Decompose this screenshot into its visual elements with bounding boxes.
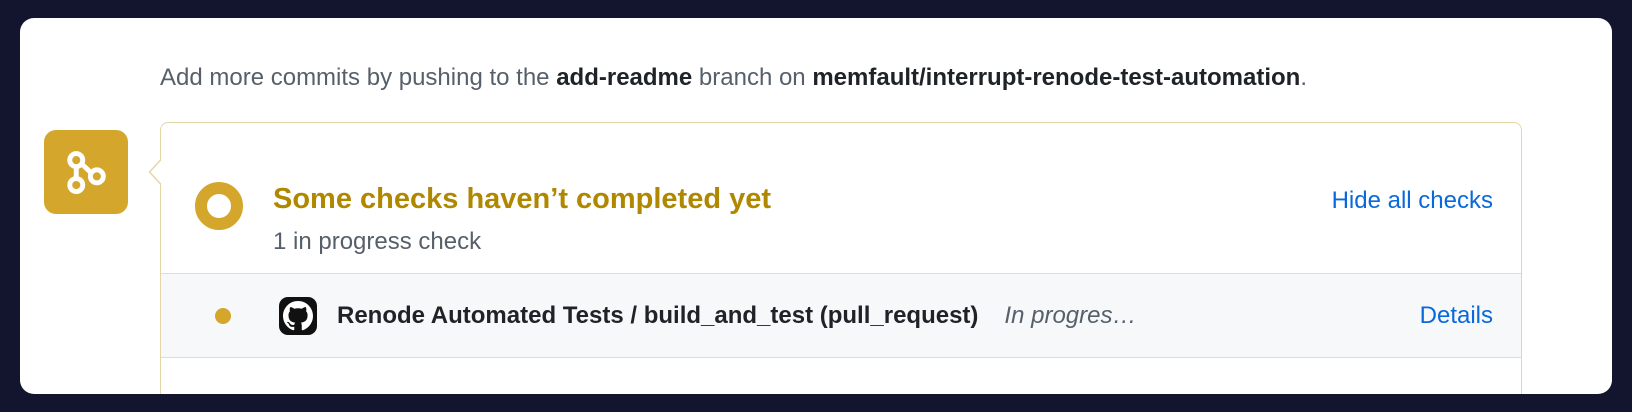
check-run-row: Renode Automated Tests / build_and_test … <box>161 273 1521 357</box>
check-run-name: Renode Automated Tests / build_and_test … <box>337 301 979 329</box>
git-branch-glyph <box>67 151 106 194</box>
details-link[interactable]: Details <box>1419 301 1493 329</box>
hide-all-checks-link[interactable]: Hide all checks <box>1331 187 1493 214</box>
git-commit-graph-icon <box>44 130 128 214</box>
push-commits-banner: Add more commits by pushing to the add-r… <box>160 62 1307 94</box>
banner-text-suffix: . <box>1300 64 1308 91</box>
checks-box-caret <box>148 158 162 186</box>
checks-status-subtitle: 1 in progress check <box>273 228 482 255</box>
branch-name: add-readme <box>556 64 693 91</box>
in-progress-ring-icon <box>195 182 243 230</box>
next-check-row-partial <box>161 357 1521 394</box>
pull-request-checks-card: Add more commits by pushing to the add-r… <box>20 18 1612 394</box>
pending-dot-icon <box>215 307 231 324</box>
repo-name: memfault/interrupt-renode-test-automatio… <box>812 64 1301 91</box>
octocat-glyph <box>283 300 313 330</box>
github-logo-icon <box>279 296 317 335</box>
banner-text-prefix: Add more commits by pushing to the <box>160 64 557 91</box>
check-run-status: In progres… <box>1004 301 1137 329</box>
banner-text-middle: branch on <box>692 64 813 91</box>
checks-header: Some checks haven’t completed yet 1 in p… <box>161 123 1521 273</box>
checks-status-title: Some checks haven’t completed yet <box>273 183 772 215</box>
checks-status-box: Some checks haven’t completed yet 1 in p… <box>160 122 1522 394</box>
